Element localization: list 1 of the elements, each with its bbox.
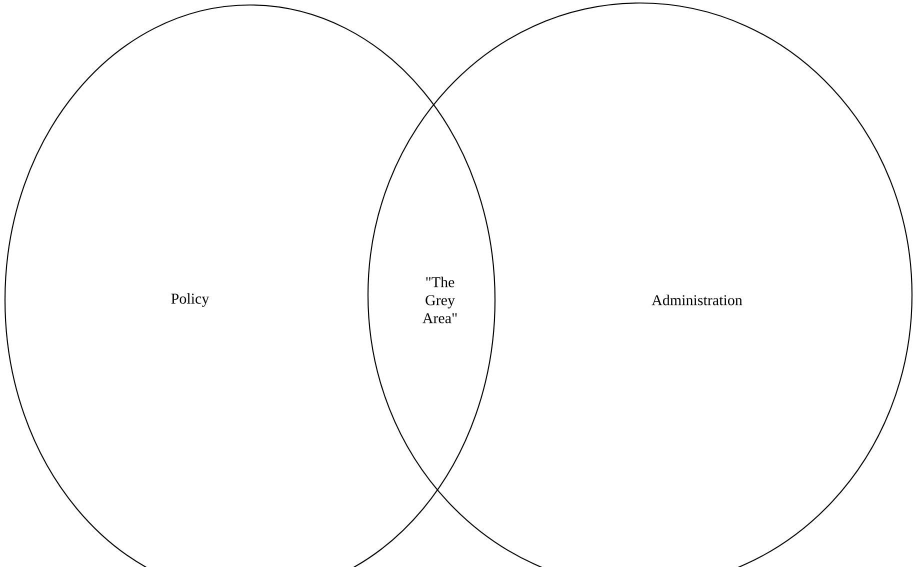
overlap-label: "The Grey Area" (422, 276, 457, 324)
